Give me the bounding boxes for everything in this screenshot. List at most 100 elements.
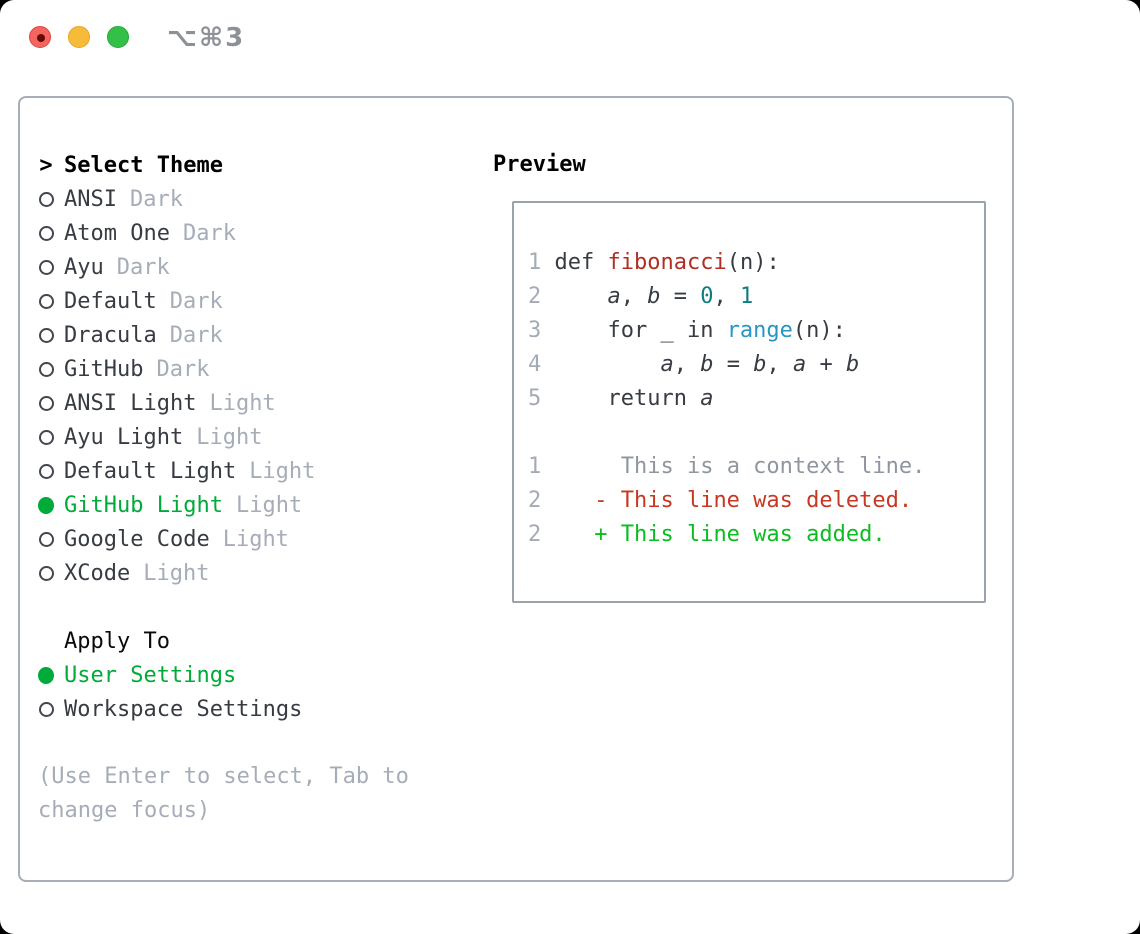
token-var: a (660, 352, 674, 377)
token-plain: + (806, 352, 846, 377)
radio-icon (38, 259, 54, 275)
selected-radio-icon (38, 496, 54, 514)
token-plain (541, 284, 607, 309)
preview-line: 1 def fibonacci(n): (528, 246, 984, 280)
token-plain (541, 454, 620, 479)
token-plain (541, 488, 594, 513)
token-num: 1 (739, 284, 754, 309)
radio-icon (38, 429, 54, 445)
radio-icon (38, 565, 54, 581)
radio-icon (38, 361, 54, 377)
token-plain (541, 522, 594, 547)
token-var: a (700, 386, 714, 411)
preview-line: 2 - This line was deleted. (528, 484, 984, 518)
hint-text: (Use Enter to select, Tab to change focu… (38, 764, 409, 823)
theme-variant: Dark (169, 322, 223, 348)
theme-label: Default (64, 288, 157, 314)
token-num: 0 (700, 284, 714, 309)
radio-slot (38, 556, 54, 590)
theme-option[interactable]: XCode Light (38, 556, 468, 590)
radio-slot (38, 216, 54, 250)
theme-variant: Light (196, 424, 263, 450)
radio-slot (38, 658, 54, 692)
close-button-icon[interactable] (29, 26, 51, 48)
apply-to-title: Apply To (64, 628, 170, 654)
radio-slot (38, 488, 54, 522)
theme-option[interactable]: Ayu Dark (38, 250, 468, 284)
token-del: - This line was deleted. (594, 488, 913, 513)
token-ln: 2 (528, 488, 542, 513)
apply-to-option[interactable]: User Settings (38, 658, 468, 692)
radio-icon (38, 191, 54, 207)
token-plain: , (673, 352, 701, 377)
theme-option[interactable]: Atom One Dark (38, 216, 468, 250)
preview-line: 1 This is a context line. (528, 450, 984, 484)
theme-option[interactable]: Dracula Dark (38, 318, 468, 352)
token-plain (541, 352, 660, 377)
token-plain: for _ in (541, 318, 727, 343)
token-ln: 2 (528, 522, 542, 547)
radio-slot (38, 318, 54, 352)
theme-variant: Dark (156, 356, 210, 382)
radio-icon (38, 463, 54, 479)
radio-slot (38, 692, 54, 726)
theme-label: Default Light (64, 458, 237, 484)
token-var: b (845, 352, 860, 377)
token-plain: , (713, 284, 740, 309)
token-plain: , (620, 284, 648, 309)
theme-label: Ayu (64, 254, 104, 280)
minimize-button-icon[interactable] (68, 26, 90, 48)
apply-to-label: Workspace Settings (64, 696, 303, 722)
radio-slot (38, 454, 54, 488)
token-plain: (n): (792, 318, 846, 343)
preview-line: 3 for _ in range(n): (528, 314, 984, 348)
theme-variant: Light (249, 458, 316, 484)
token-add: + This line was added. (594, 522, 886, 547)
theme-label: GitHub Light (64, 492, 223, 518)
theme-variant: Light (143, 560, 210, 586)
radio-icon (38, 531, 54, 547)
theme-label: XCode (64, 560, 131, 586)
token-var: a (607, 284, 621, 309)
spacer (38, 590, 468, 624)
radio-slot (38, 284, 54, 318)
theme-label: Dracula (64, 322, 157, 348)
preview-line: 5 return a (528, 382, 984, 416)
apply-to-option[interactable]: Workspace Settings (38, 692, 468, 726)
close-inner-dot (37, 34, 45, 42)
token-ln: 5 (528, 386, 542, 411)
theme-variant: Dark (169, 288, 223, 314)
theme-variant: Dark (182, 220, 236, 246)
theme-label: Atom One (64, 220, 170, 246)
radio-icon (38, 701, 54, 717)
zoom-button-icon[interactable] (107, 26, 129, 48)
token-var: b (647, 284, 661, 309)
caret-icon: > (39, 152, 53, 178)
theme-variant: Dark (129, 186, 183, 212)
window-title: ⌥⌘3 (167, 23, 246, 53)
token-plain: = (660, 284, 701, 309)
preview-line: 2 a, b = 0, 1 (528, 280, 984, 314)
radio-icon (38, 225, 54, 241)
theme-option[interactable]: Default Light Light (38, 454, 468, 488)
theme-picker-header: > Select Theme (38, 148, 468, 182)
theme-variant: Dark (116, 254, 170, 280)
token-ctx: This is a context line. (620, 454, 926, 479)
traffic-lights (29, 26, 129, 48)
radio-slot (38, 420, 54, 454)
radio-icon (38, 293, 54, 309)
theme-option[interactable]: Default Dark (38, 284, 468, 318)
theme-variant: Light (209, 390, 276, 416)
